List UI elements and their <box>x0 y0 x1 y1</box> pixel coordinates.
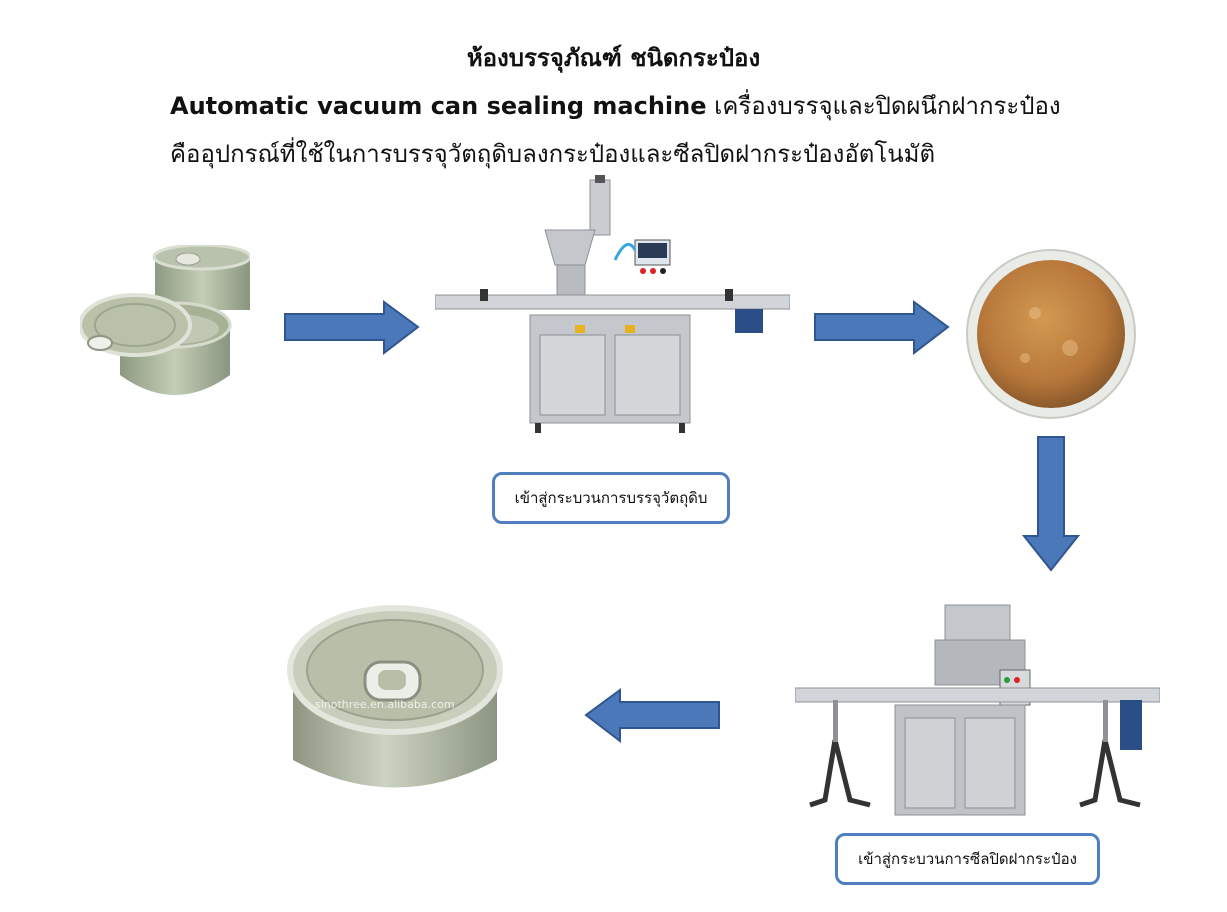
arrow-down-icon <box>1022 436 1080 572</box>
description: คืออุปกรณ์ที่ใช้ในการบรรจุวัตถุดิบลงกระป… <box>170 140 936 168</box>
page-title: ห้องบรรจุภัณฑ์ ชนิดกระป๋อง <box>466 44 761 72</box>
sealing-machine-image <box>795 604 1160 816</box>
filled-can-image <box>966 249 1136 419</box>
arrow-right-icon <box>814 300 950 355</box>
empty-cans-image <box>80 245 250 395</box>
machine-line: Automatic vacuum can sealing machine เคร… <box>170 86 1061 125</box>
arrow-left-icon <box>584 688 720 743</box>
watermark-text: sinothree.en.alibaba.com <box>315 698 455 711</box>
filling-step-label: เข้าสู่กระบวนการบรรจุวัตถุดิบ <box>492 472 730 524</box>
filling-machine-image <box>435 175 790 433</box>
sealing-step-label: เข้าสู่กระบวนการซีลปิดฝากระป๋อง <box>835 833 1100 885</box>
machine-name: Automatic vacuum can sealing machine <box>170 92 707 120</box>
machine-desc: เครื่องบรรจุและปิดผนึกฝากระป๋อง <box>714 92 1061 120</box>
arrow-right-icon <box>284 300 420 355</box>
sealed-can-image: sinothree.en.alibaba.com <box>287 605 503 788</box>
